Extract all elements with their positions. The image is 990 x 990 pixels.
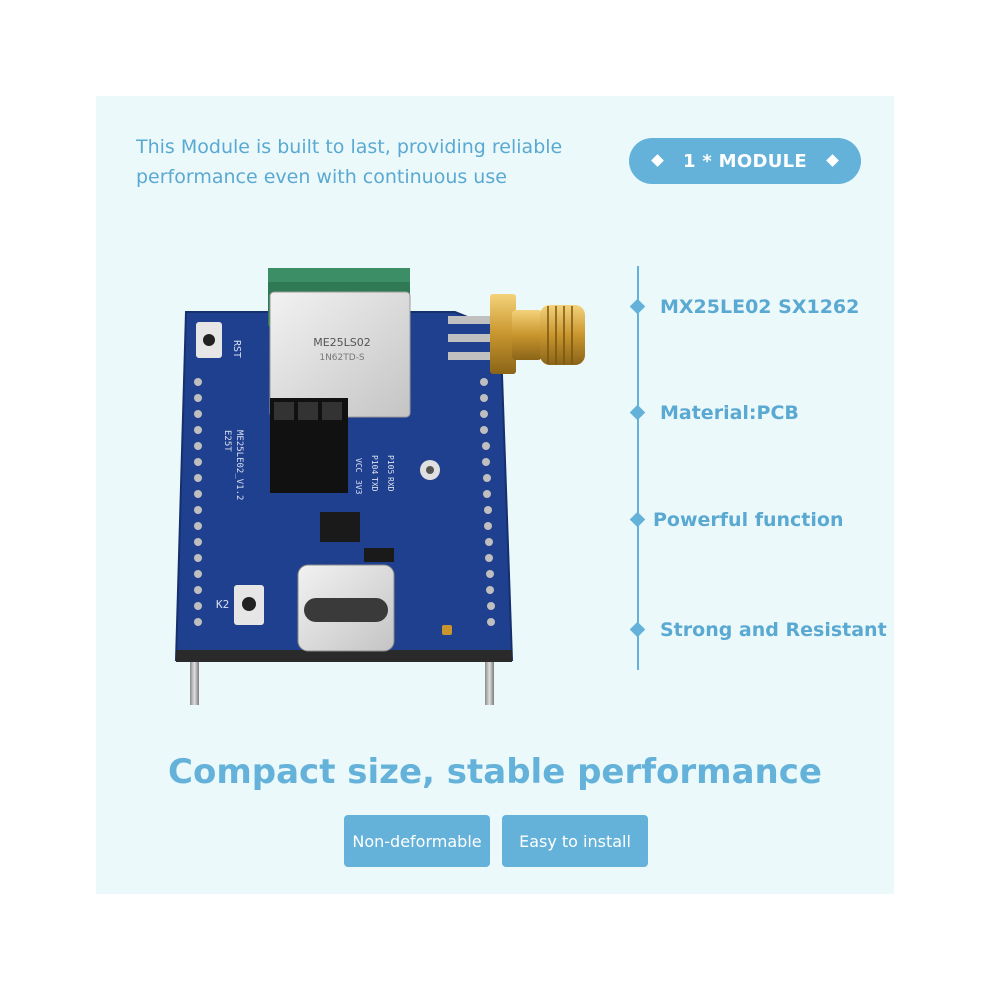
- sma-connector: [448, 294, 585, 374]
- feature-divider-line: [637, 266, 639, 670]
- pin-label-txd: TXD: [370, 477, 379, 492]
- pin-label-rxd: RXD: [386, 477, 395, 492]
- chip-label-line-2: 1N62TD-S: [319, 353, 365, 363]
- tagline-line-2: performance even with continuous use: [136, 166, 507, 188]
- jumper-header: [270, 398, 348, 493]
- feature-label: Material:PCB: [660, 402, 799, 424]
- easy-to-install-badge: Easy to install: [502, 815, 648, 867]
- non-deformable-badge: Non-deformable: [344, 815, 490, 867]
- feature-label: Powerful function: [653, 509, 844, 531]
- tagline-line-1: This Module is built to last, providing …: [136, 136, 563, 158]
- module-count-label: 1 * MODULE: [682, 150, 807, 172]
- pin-label-p105: P105: [386, 455, 395, 474]
- rst-label: RST: [231, 340, 242, 358]
- diamond-icon: [651, 154, 664, 167]
- pcb-edge: [176, 650, 512, 662]
- silk-model: ME25LE02_V1.2: [234, 430, 244, 500]
- silk-e25t: E25T: [222, 430, 232, 452]
- pin-leg: [485, 655, 494, 705]
- k2-label: K2: [216, 598, 229, 611]
- feature-label: MX25LE02 SX1262: [660, 296, 860, 318]
- ic-chip: [320, 512, 360, 542]
- diamond-icon: [826, 154, 839, 167]
- tagline: This Module is built to last, providing …: [136, 132, 606, 192]
- right-pin-header: [480, 378, 495, 626]
- chip-label-line-1: ME25LS02: [313, 336, 371, 349]
- pin-label-vcc: VCC: [354, 458, 363, 473]
- pin-label-p104: P104: [370, 455, 379, 474]
- module-count-badge: 1 * MODULE: [629, 138, 861, 184]
- pcb-module-image: ME25LS02 1N62TD-S RST ME25LE02_V1.2 E25T…: [174, 268, 585, 705]
- left-pin-header: [194, 378, 202, 626]
- pin-label-3v3: 3V3: [354, 480, 363, 495]
- headline: Compact size, stable performance: [168, 752, 822, 792]
- pin-leg: [190, 655, 199, 705]
- feature-label: Strong and Resistant: [660, 619, 887, 641]
